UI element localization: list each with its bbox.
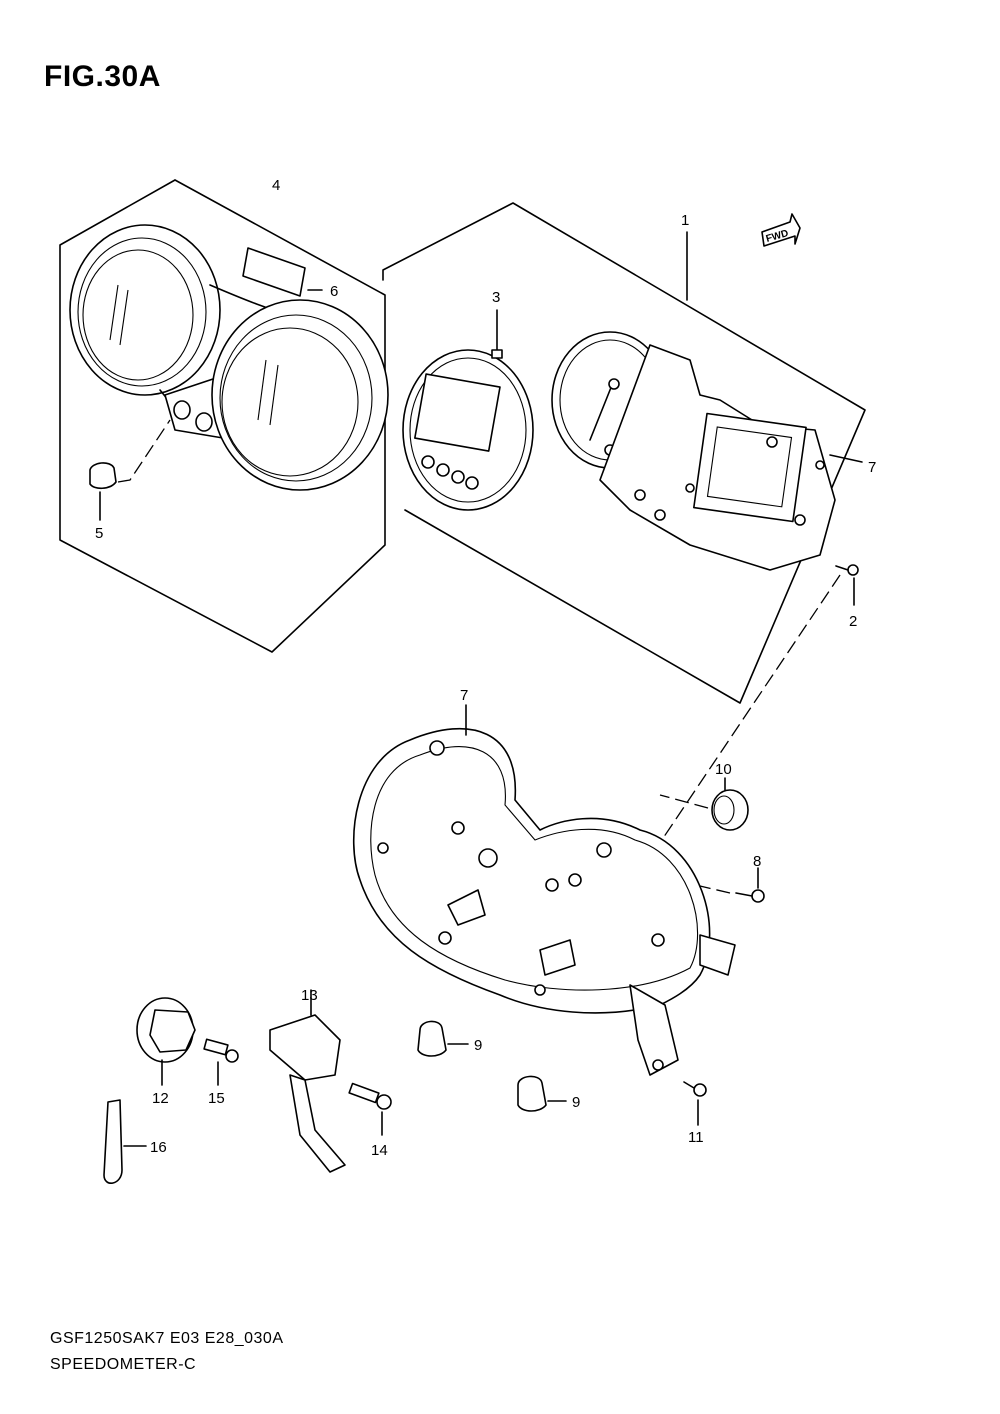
callout-14: 14 (371, 1142, 388, 1159)
callout-15: 15 (208, 1090, 225, 1107)
callout-9b: 9 (572, 1094, 580, 1111)
callout-1: 1 (681, 212, 689, 229)
diagram-code: GSF1250SAK7 E03 E28_030A (50, 1330, 284, 1347)
callout-4: 4 (272, 177, 280, 194)
group-box-cover (59, 179, 386, 653)
fwd-arrow-icon: FWD (761, 213, 801, 247)
callout-12: 12 (152, 1090, 169, 1107)
screw-part-8[interactable] (699, 867, 765, 903)
callout-8: 8 (753, 853, 761, 870)
callout-5: 5 (95, 525, 103, 542)
dashed-leader-2 (644, 574, 841, 866)
socket-part-12[interactable] (136, 997, 196, 1086)
callout-7a: 7 (868, 459, 876, 476)
grommet-part-10[interactable] (659, 777, 749, 831)
group-box-meter (382, 202, 866, 704)
bezel-panel-part[interactable] (402, 309, 534, 511)
label-plate-part[interactable] (242, 247, 323, 297)
screw-part-11[interactable] (683, 1081, 707, 1126)
cap-part-9a[interactable] (417, 1020, 469, 1057)
callout-2: 2 (849, 613, 857, 630)
bracket-part-13[interactable] (269, 989, 346, 1173)
diagram-name: SPEEDOMETER-C (50, 1356, 197, 1373)
callout-9a: 9 (474, 1037, 482, 1054)
callout-16: 16 (150, 1139, 167, 1156)
leader-7a (829, 454, 863, 463)
screw-part-15[interactable] (203, 1038, 239, 1086)
meter-cover-part[interactable] (69, 224, 389, 491)
callout-13: 13 (301, 987, 318, 1004)
meter-assembly-part[interactable] (551, 231, 836, 571)
callout-10: 10 (715, 761, 732, 778)
strap-part-16[interactable] (103, 1099, 147, 1184)
callout-6: 6 (330, 283, 338, 300)
callout-3: 3 (492, 289, 500, 306)
screw-part-2[interactable] (835, 564, 859, 606)
cap-part-9b[interactable] (517, 1075, 567, 1112)
callout-11: 11 (688, 1129, 704, 1146)
screw-part-14[interactable] (348, 1082, 392, 1136)
figure-title: FIG.30A (44, 60, 161, 93)
callout-7b: 7 (460, 687, 468, 704)
meter-housing-part[interactable] (352, 704, 736, 1076)
knob-part[interactable] (89, 419, 171, 521)
